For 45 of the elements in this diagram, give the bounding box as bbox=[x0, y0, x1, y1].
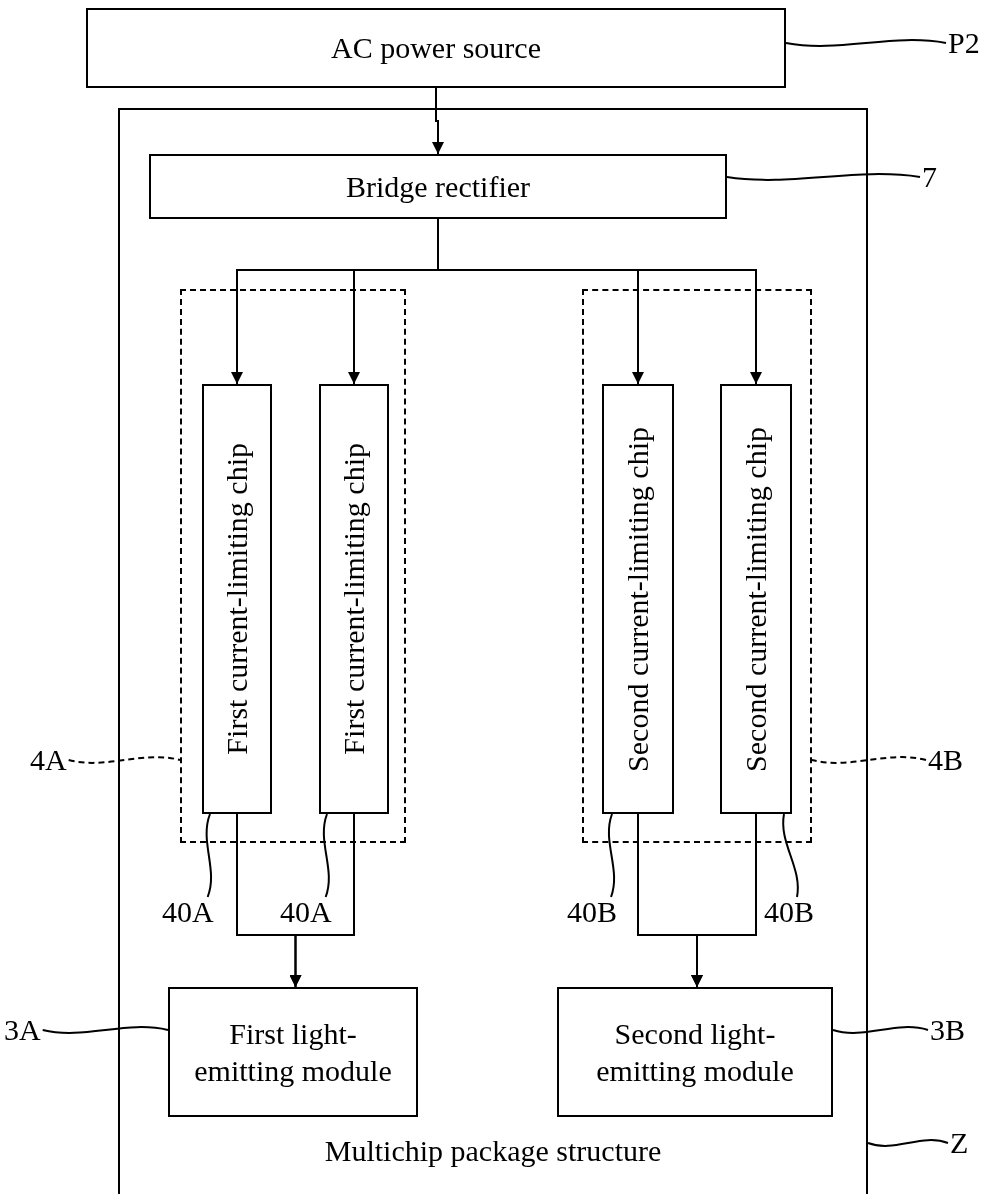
callout-number: 40B bbox=[567, 897, 617, 927]
node-label: Bridge rectifier bbox=[344, 168, 532, 205]
leader-line bbox=[867, 1139, 949, 1147]
callout-number: 7 bbox=[922, 162, 937, 192]
callout-number: 40A bbox=[280, 897, 332, 927]
dashed-group-box bbox=[582, 289, 812, 843]
arrow bbox=[691, 813, 757, 988]
leader-line bbox=[67, 756, 181, 764]
node-label: Second light- emitting module bbox=[595, 1015, 795, 1089]
callout-number: 40B bbox=[764, 897, 814, 927]
package-outline bbox=[118, 108, 868, 1194]
leader-line bbox=[782, 813, 799, 898]
chip-box bbox=[202, 384, 272, 814]
leader-line bbox=[832, 1026, 929, 1034]
dashed-group-box bbox=[180, 289, 406, 843]
callout-number: 4B bbox=[928, 745, 963, 775]
leader-line bbox=[726, 173, 921, 181]
arrow bbox=[432, 87, 444, 155]
callout-number: 4A bbox=[30, 745, 67, 775]
chip-box bbox=[602, 384, 674, 814]
leader-line bbox=[811, 756, 927, 764]
node-label: First current-limiting chip bbox=[337, 443, 371, 755]
callout-number: P2 bbox=[948, 28, 980, 58]
process-box bbox=[149, 154, 727, 219]
process-box bbox=[557, 987, 833, 1117]
leader-line bbox=[607, 813, 616, 898]
leader-line bbox=[322, 813, 330, 898]
node-label: Second current-limiting chip bbox=[621, 426, 655, 772]
leader-line bbox=[205, 813, 213, 898]
chip-box bbox=[319, 384, 389, 814]
node-label: Multichip package structure bbox=[323, 1134, 663, 1168]
callout-number: 40A bbox=[162, 897, 214, 927]
node-label: AC power source bbox=[330, 30, 542, 67]
chip-box bbox=[720, 384, 792, 814]
leader-line bbox=[41, 1026, 169, 1034]
node-label: First light- emitting module bbox=[193, 1015, 393, 1089]
node-label: Second current-limiting chip bbox=[739, 426, 773, 772]
callout-number: Z bbox=[950, 1128, 969, 1158]
callout-number: 3A bbox=[4, 1015, 41, 1045]
process-box bbox=[86, 8, 786, 88]
process-box bbox=[168, 987, 418, 1117]
arrow bbox=[289, 813, 355, 988]
callout-number: 3B bbox=[930, 1015, 965, 1045]
leader-line bbox=[785, 39, 947, 47]
node-label: First current-limiting chip bbox=[220, 443, 254, 755]
